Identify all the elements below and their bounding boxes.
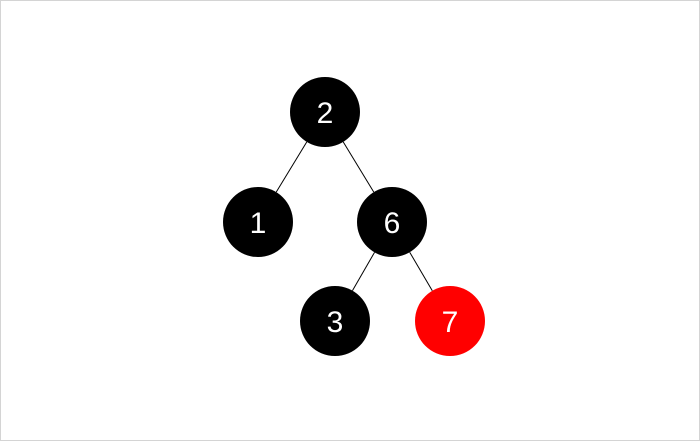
node-label: 6 xyxy=(384,207,401,240)
edge-6-3 xyxy=(352,252,375,291)
node-label: 7 xyxy=(442,306,459,339)
red-node-circle xyxy=(415,286,485,356)
edge-2-1 xyxy=(275,141,308,193)
edge-6-7 xyxy=(409,251,433,292)
black-node-circle xyxy=(357,187,427,257)
node-label: 2 xyxy=(317,97,334,130)
tree-node-2: 2 xyxy=(290,77,360,147)
node-label: 3 xyxy=(327,306,344,339)
edge-2-6 xyxy=(342,141,375,193)
black-node-circle xyxy=(300,286,370,356)
tree-node-6: 6 xyxy=(357,187,427,257)
tree-node-3: 3 xyxy=(300,286,370,356)
node-label: 1 xyxy=(250,207,267,240)
tree-node-1: 1 xyxy=(223,187,293,257)
black-node-circle xyxy=(290,77,360,147)
tree-node-7: 7 xyxy=(415,286,485,356)
black-node-circle xyxy=(223,187,293,257)
